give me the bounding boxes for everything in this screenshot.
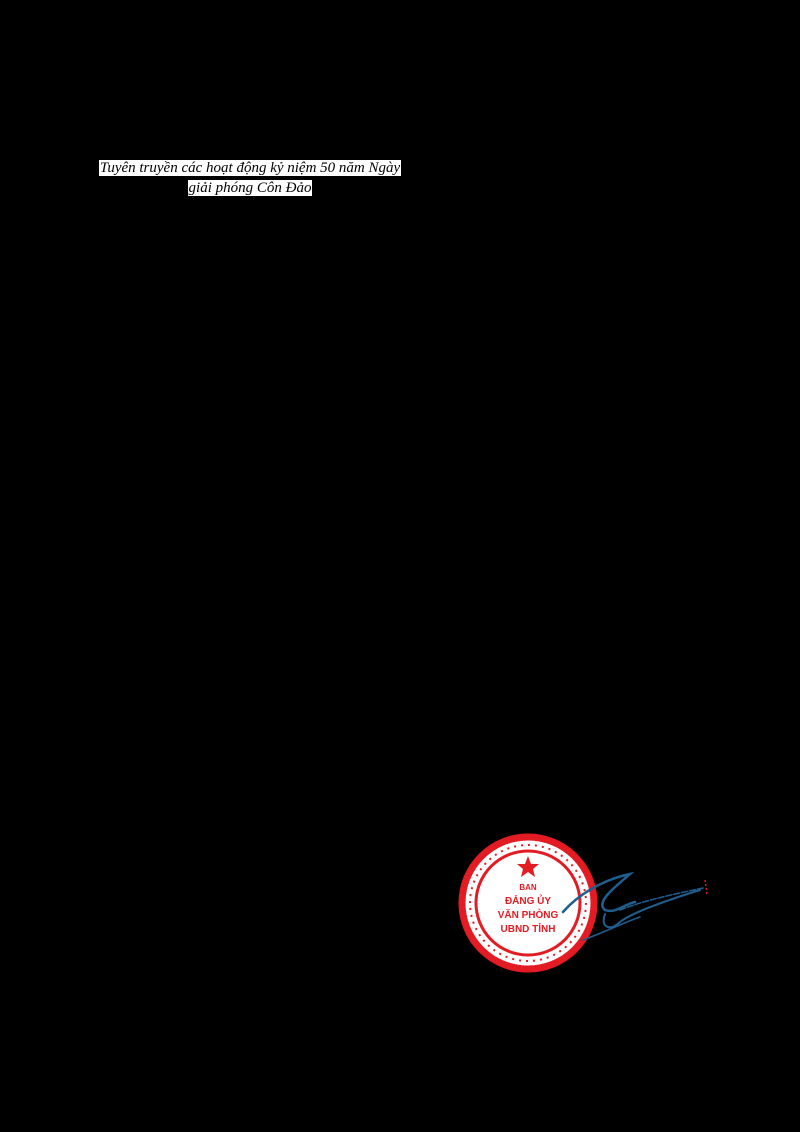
signature-stroke-2 (602, 889, 701, 929)
signature-stroke-4 (582, 916, 641, 941)
seal-inner-ring (474, 849, 582, 957)
seal-text-2: ĐẢNG ỦY (505, 894, 551, 907)
seal-outer-ring (458, 833, 598, 973)
subject-line-1: Tuyên truyền các hoạt động kỷ niệm 50 nă… (98, 160, 402, 176)
seal-star-icon (517, 856, 539, 877)
signature-tick (704, 879, 708, 895)
signature-stroke-1 (561, 871, 637, 914)
seal-text-1: BAN (519, 883, 537, 892)
seal-dot-ring (469, 844, 587, 962)
seal-text-3: VĂN PHÒNG (498, 908, 559, 921)
subject-line-2: giải phóng Côn Đảo (187, 180, 313, 196)
official-seal: BAN ĐẢNG ỦY VĂN PHÒNG UBND TỈNH (458, 833, 708, 973)
document-subject: Tuyên truyền các hoạt động kỷ niệm 50 nă… (80, 158, 420, 198)
signature-stroke-3 (619, 887, 704, 911)
seal-text-4: UBND TỈNH (501, 922, 556, 935)
